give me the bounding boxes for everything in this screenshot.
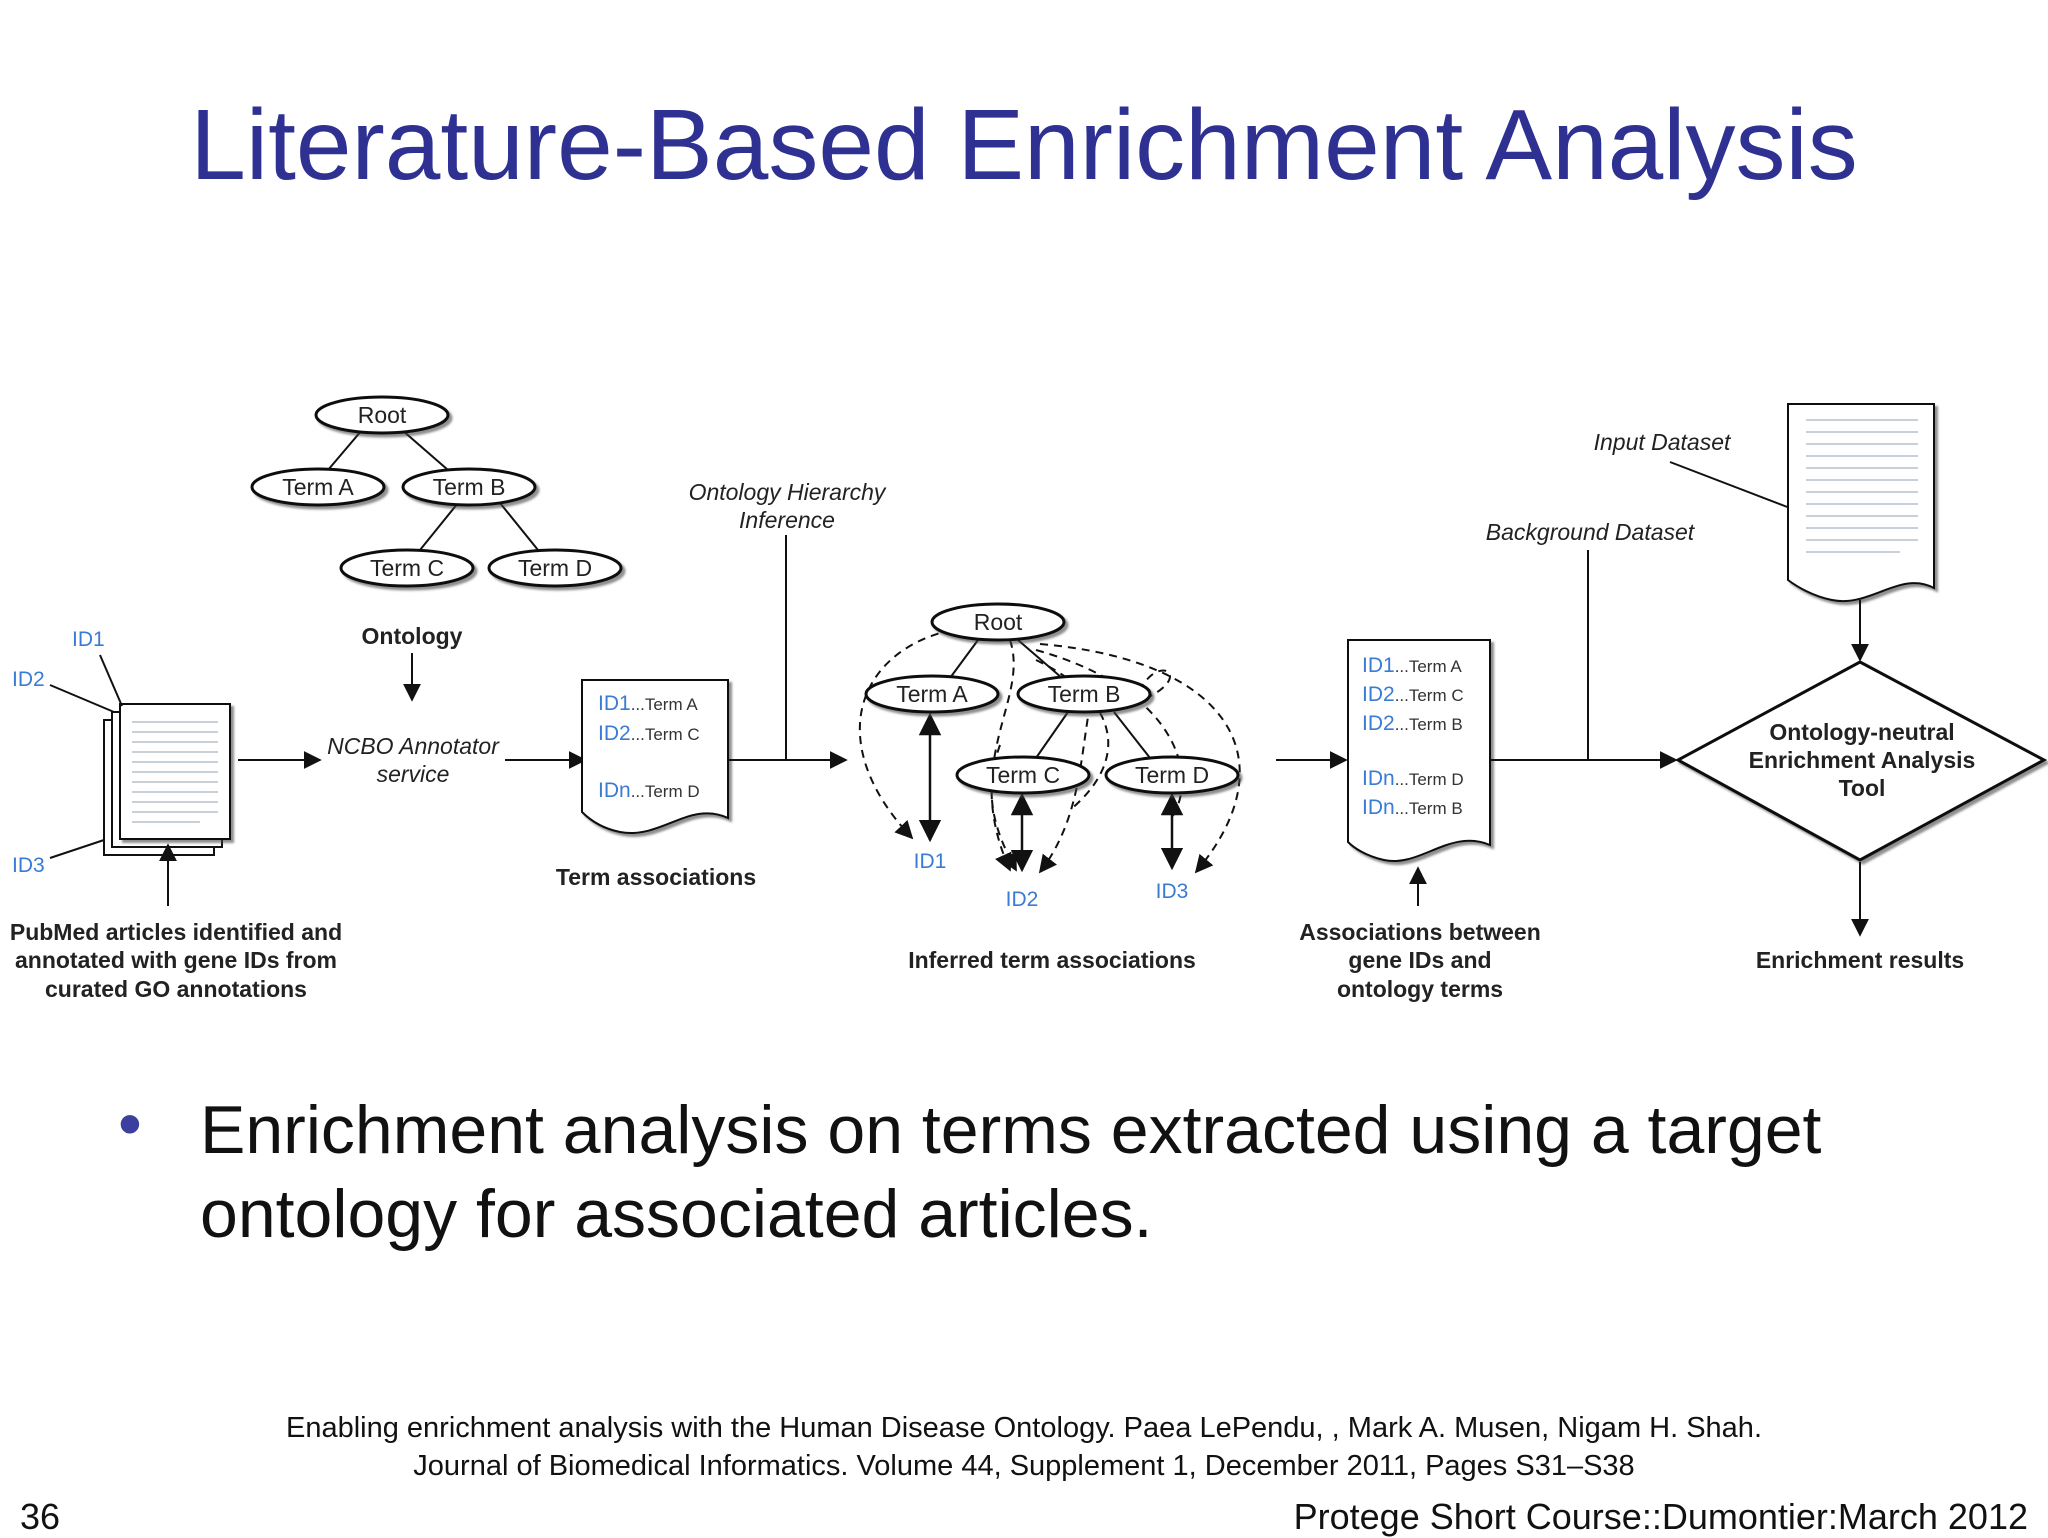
article-id2-label: ID2 <box>12 668 45 691</box>
inferred-caption: Inferred term associations <box>908 947 1196 973</box>
ontology-term-d-label: Term D <box>518 555 592 581</box>
association-row: ID1...Term A <box>598 692 698 715</box>
inferred-tree: Root Term A Term B Term C Term D ID1 ID2… <box>859 602 1241 973</box>
ontology-root-label: Root <box>358 402 407 428</box>
citation-line2: Journal of Biomedical Informatics. Volum… <box>413 1450 1635 1482</box>
ontology-caption: Ontology <box>362 623 463 649</box>
association-row: ID2...Term C <box>598 722 700 745</box>
inferred-root-label: Root <box>974 609 1023 635</box>
input-dataset-label: Input Dataset <box>1594 429 1732 455</box>
ontology-root-node: Root <box>314 395 450 435</box>
inferred-term-b-node: Term B <box>1016 674 1152 714</box>
gene-associations-caption-line1: Associations between <box>1299 919 1541 945</box>
inferred-term-a-node: Term A <box>864 674 1000 714</box>
inferred-id3-label: ID3 <box>1156 880 1189 903</box>
inferred-term-d-node: Term D <box>1104 755 1240 795</box>
annotator-line1: NCBO Annotator <box>327 733 500 759</box>
enrichment-tool-diamond: Ontology-neutral Enrichment Analysis Too… <box>1674 660 2048 862</box>
tool-line2: Enrichment Analysis <box>1749 747 1976 773</box>
inferred-term-c-label: Term C <box>986 762 1060 788</box>
pubmed-articles: ID1 ID2 ID3 PubMed articles identified a… <box>10 628 342 1002</box>
hierarchy-inference-line1: Ontology Hierarchy <box>689 479 887 505</box>
tool-line3: Tool <box>1839 775 1886 801</box>
ontology-term-b-label: Term B <box>433 474 506 500</box>
ontology-term-b-node: Term B <box>401 467 537 507</box>
ontology-term-d-node: Term D <box>487 548 623 588</box>
gene-associations-caption-line3: ontology terms <box>1337 976 1503 1002</box>
articles-caption-line2: annotated with gene IDs from <box>15 947 337 973</box>
bullet-text: Enrichment analysis on terms extracted u… <box>200 1092 1822 1252</box>
ontology-term-a-label: Term A <box>282 474 354 500</box>
input-dataset-document <box>1787 403 1935 603</box>
inferred-term-b-label: Term B <box>1048 681 1121 707</box>
association-row: ID2...Term C <box>1362 683 1464 706</box>
association-row: IDn...Term B <box>1362 796 1463 819</box>
inferred-term-d-label: Term D <box>1135 762 1209 788</box>
association-row: ID1...Term A <box>1362 654 1462 677</box>
annotator-line2: service <box>377 761 450 787</box>
association-row: IDn...Term D <box>598 779 700 802</box>
term-associations-caption: Term associations <box>556 864 756 890</box>
articles-caption-line3: curated GO annotations <box>45 976 307 1002</box>
tool-line1: Ontology-neutral <box>1769 719 1954 745</box>
article-id1-label: ID1 <box>72 628 105 651</box>
ontology-term-a-node: Term A <box>250 467 386 507</box>
inferred-id1-label: ID1 <box>914 850 947 873</box>
inferred-id2-label: ID2 <box>1006 888 1039 911</box>
ontology-tree: Root Term A Term B Term C Term D Ontolog… <box>250 395 623 702</box>
term-associations-document: ID1...Term A ID2...Term C IDn...Term D Ter… <box>556 679 756 890</box>
articles-caption-line1: PubMed articles identified and <box>10 919 342 945</box>
inferred-term-a-label: Term A <box>896 681 968 707</box>
inferred-term-c-node: Term C <box>955 755 1091 795</box>
ontology-term-c-node: Term C <box>339 548 475 588</box>
bullet-marker: • <box>118 1086 142 1162</box>
association-row: ID2...Term B <box>1362 712 1463 735</box>
background-dataset-label: Background Dataset <box>1486 519 1696 545</box>
article-id3-label: ID3 <box>12 854 45 877</box>
inferred-root-node: Root <box>930 602 1066 642</box>
gene-associations-document: ID1...Term A ID2...Term C ID2...Term B IDn.… <box>1299 639 1541 1002</box>
gene-associations-caption-line2: gene IDs and <box>1348 947 1491 973</box>
slide-number: 36 <box>20 1496 61 1537</box>
association-row: IDn...Term D <box>1362 767 1464 790</box>
citation-line1: Enabling enrichment analysis with the Hu… <box>285 1412 1762 1444</box>
slide-title: Literature-Based Enrichment Analysis <box>190 89 1858 201</box>
hierarchy-inference-line2: Inference <box>739 507 835 533</box>
course-footer: Protege Short Course::Dumontier:March 20… <box>1293 1496 2028 1537</box>
gene-association-rows: ID1...Term A ID2...Term C ID2...Term B IDn.… <box>1362 654 1464 819</box>
ontology-term-c-label: Term C <box>370 555 444 581</box>
term-association-rows: ID1...Term A ID2...Term C IDn...Term D <box>598 692 700 802</box>
enrichment-results-label: Enrichment results <box>1756 947 1964 973</box>
